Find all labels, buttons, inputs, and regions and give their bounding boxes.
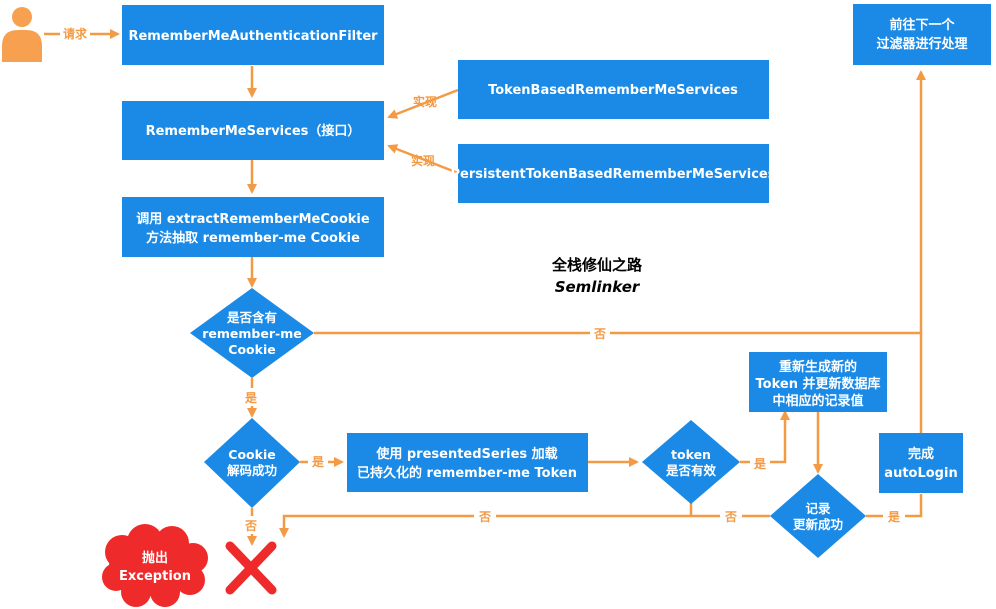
regen-node: 重新生成新的 Token 并更新数据库 中相应的记录值 — [749, 352, 887, 412]
record-label-1: 记录 — [805, 501, 831, 516]
has-cookie-decision: 是否含有 remember-me Cookie — [190, 288, 314, 378]
next-label-1: 前往下一个 — [889, 17, 955, 33]
label-decode-no: 否 — [244, 519, 257, 533]
label-hascookie-no: 否 — [593, 327, 606, 341]
extract-label-2: 方法抽取 remember-me Cookie — [146, 230, 360, 246]
extract-node: 调用 extractRememberMeCookie 方法抽取 remember… — [122, 197, 384, 257]
complete-node: 完成 autoLogin — [879, 433, 963, 493]
decode-label-1: Cookie — [228, 447, 275, 462]
record-decision: 记录 更新成功 — [770, 474, 866, 558]
complete-label-1: 完成 — [908, 446, 934, 462]
exception-cloud: 抛出 Exception — [102, 524, 208, 607]
has-cookie-label-2: remember-me — [202, 326, 301, 341]
filter-label: RememberMeAuthenticationFilter — [128, 29, 378, 44]
next-node: 前往下一个 过滤器进行处理 — [853, 4, 991, 65]
label-record-no: 否 — [724, 510, 737, 524]
decode-label-2: 解码成功 — [227, 463, 277, 478]
next-label-2: 过滤器进行处理 — [876, 36, 967, 52]
has-cookie-label-1: 是否含有 — [226, 310, 277, 325]
services-node: RememberMeServices（接口） — [122, 101, 384, 160]
extract-label-1: 调用 extractRememberMeCookie — [136, 212, 370, 227]
exception-label-1: 抛出 — [142, 550, 168, 566]
person-icon — [2, 7, 42, 62]
label-tokenvalid-no: 否 — [478, 510, 491, 524]
label-hascookie-yes: 是 — [244, 391, 258, 405]
exception-label-2: Exception — [119, 569, 191, 584]
complete-label-2: autoLogin — [884, 466, 957, 481]
filter-node: RememberMeAuthenticationFilter — [122, 5, 384, 65]
x-mark-icon — [225, 541, 277, 595]
token-valid-decision: token 是否有效 — [642, 420, 740, 504]
label-request: 请求 — [63, 26, 88, 41]
persistent-node: PersistentTokenBasedRememberMeServices — [451, 144, 776, 203]
watermark-subtitle: Semlinker — [555, 278, 641, 296]
load-node: 使用 presentedSeries 加载 已持久化的 remember-me … — [347, 433, 588, 492]
edge-persistent-services — [387, 144, 459, 175]
token-valid-label-2: 是否有效 — [665, 463, 717, 478]
label-implements-1: 实现 — [413, 94, 437, 109]
regen-label-1: 重新生成新的 — [779, 359, 857, 375]
services-label: RememberMeServices（接口） — [146, 123, 361, 139]
watermark-title: 全栈修仙之路 — [551, 256, 643, 274]
label-implements-2: 实现 — [411, 153, 435, 168]
label-tokenvalid-yes: 是 — [753, 457, 767, 471]
load-label-2: 已持久化的 remember-me Token — [357, 465, 577, 481]
token-based-node: TokenBasedRememberMeServices — [458, 60, 769, 119]
label-record-yes: 是 — [887, 510, 901, 524]
persistent-label: PersistentTokenBasedRememberMeServices — [451, 167, 776, 182]
edge-tokenbased-services — [387, 88, 459, 119]
regen-label-3: 中相应的记录值 — [772, 393, 863, 409]
label-decode-yes: 是 — [311, 455, 325, 469]
record-label-2: 更新成功 — [793, 517, 843, 532]
decode-decision: Cookie 解码成功 — [204, 418, 300, 508]
regen-label-2: Token 并更新数据库 — [756, 376, 881, 392]
edge-labels: 请求 实现 实现 否 是 是 否 是 否 否 是 — [60, 24, 905, 534]
load-label-1: 使用 presentedSeries 加载 — [375, 446, 557, 462]
has-cookie-label-3: Cookie — [228, 342, 275, 357]
token-valid-label-1: token — [671, 447, 711, 462]
token-based-label: TokenBasedRememberMeServices — [488, 83, 738, 98]
edge-no-merge — [279, 514, 770, 538]
